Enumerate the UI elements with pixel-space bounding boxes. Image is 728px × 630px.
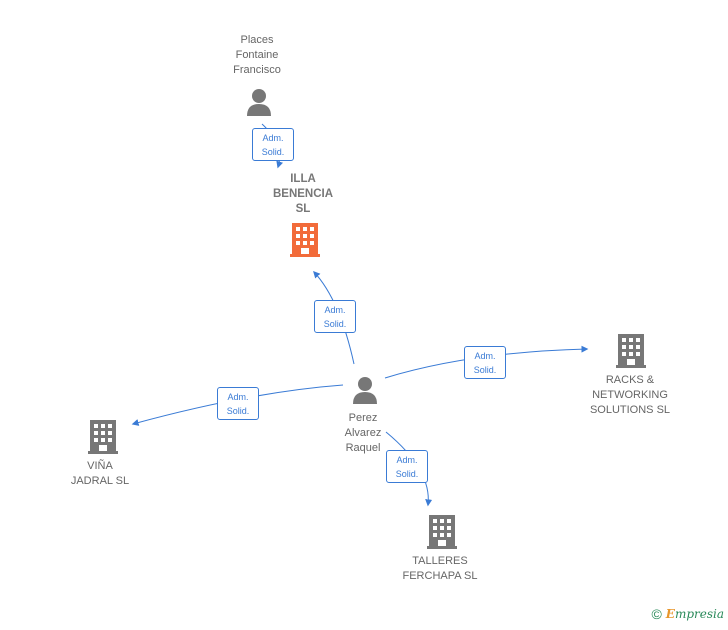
brand-initial: E bbox=[665, 607, 675, 621]
edge-badge-line1: Adm. bbox=[262, 133, 284, 143]
edge-badge-line2: Solid. bbox=[395, 469, 419, 479]
node-label-illa[interactable]: ILLA BENENCIA SL bbox=[272, 173, 334, 215]
edge-badge-line2: Solid. bbox=[473, 365, 497, 375]
node-label-talleres[interactable]: TALLERES FERCHAPA SL bbox=[402, 555, 478, 582]
edge-badge-line1: Adm. bbox=[227, 392, 249, 402]
edge-badge-perez-talleres[interactable]: Adm. Solid. bbox=[386, 450, 428, 483]
edge-badge-line1: Adm. bbox=[324, 305, 346, 315]
edge-badge-line2: Solid. bbox=[226, 406, 250, 416]
building-icon[interactable] bbox=[88, 420, 118, 454]
copyright-symbol: © bbox=[651, 606, 662, 622]
person-icon[interactable] bbox=[247, 89, 271, 116]
node-label-vina[interactable]: VIÑA JADRAL SL bbox=[70, 460, 130, 487]
edge-badge-line2: Solid. bbox=[323, 319, 347, 329]
building-icon[interactable] bbox=[427, 515, 457, 549]
building-icon[interactable] bbox=[290, 223, 320, 257]
node-label-perez[interactable]: Perez Alvarez Raquel bbox=[344, 412, 382, 454]
brand-name: mpresia bbox=[674, 607, 724, 621]
edge-badge-perez-illa[interactable]: Adm. Solid. bbox=[314, 300, 356, 333]
edge-badge-line1: Adm. bbox=[396, 455, 418, 465]
person-icon[interactable] bbox=[353, 377, 377, 404]
edge-badge-line1: Adm. bbox=[474, 351, 496, 361]
node-label-racks[interactable]: RACKS & NETWORKING SOLUTIONS SL bbox=[589, 374, 671, 416]
edge-badge-perez-vina[interactable]: Adm. Solid. bbox=[217, 387, 259, 420]
edge-badge-places-illa[interactable]: Adm. Solid. bbox=[252, 128, 294, 161]
edge-badge-perez-racks[interactable]: Adm. Solid. bbox=[464, 346, 506, 379]
footer: © Empresia bbox=[651, 606, 724, 622]
node-label-places[interactable]: Places Fontaine Francisco bbox=[233, 34, 281, 76]
edge-badge-line2: Solid. bbox=[261, 147, 285, 157]
brand-logo[interactable]: Empresia bbox=[666, 607, 724, 621]
building-icon[interactable] bbox=[616, 334, 646, 368]
